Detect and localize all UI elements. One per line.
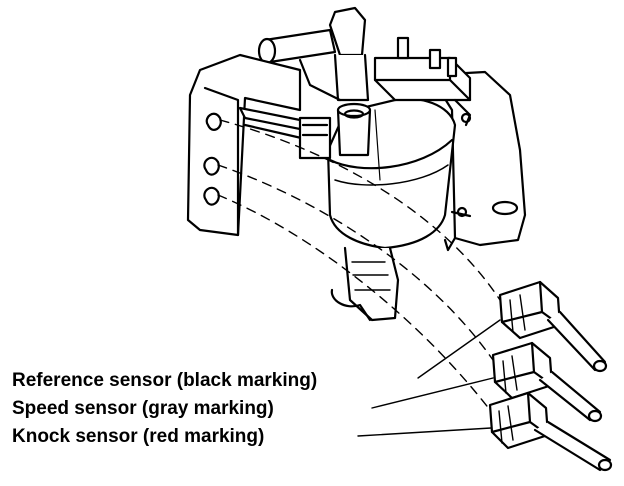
- knock-sensor-label: Knock sensor (red marking): [12, 426, 264, 447]
- leader-knock: [357, 427, 492, 437]
- routing-line-reference: [219, 119, 501, 301]
- routing-lines: [217, 119, 501, 411]
- terminal-3: [446, 56, 458, 78]
- center-tower: [336, 102, 372, 157]
- connector-socket-1: [205, 112, 222, 131]
- leader-speed: [371, 377, 494, 409]
- mount-bolt-upper: [460, 112, 472, 124]
- coil-top-block: [373, 36, 472, 127]
- routing-line-knock: [217, 194, 491, 411]
- connector-socket-3: [203, 186, 220, 206]
- coil-lower-spout: [330, 246, 400, 322]
- sensor-connector-plate: [186, 53, 332, 237]
- knock-sensor-plug: [488, 391, 613, 472]
- speed-sensor-plug: [491, 341, 603, 423]
- reference-sensor-plug: [498, 280, 608, 373]
- bracket-slot: [491, 200, 519, 216]
- rear-mounting-bracket: [428, 70, 527, 252]
- speed-sensor-label: Speed sensor (gray marking): [12, 398, 274, 419]
- leader-lines: [357, 319, 501, 437]
- reference-sensor-label: Reference sensor (black marking): [12, 370, 317, 391]
- mount-bolt-lower: [456, 206, 468, 218]
- terminal-2: [428, 48, 442, 70]
- high-tension-boot: [257, 6, 370, 102]
- leader-reference: [417, 319, 501, 379]
- connector-socket-2: [203, 156, 220, 176]
- terminal-1: [396, 36, 410, 60]
